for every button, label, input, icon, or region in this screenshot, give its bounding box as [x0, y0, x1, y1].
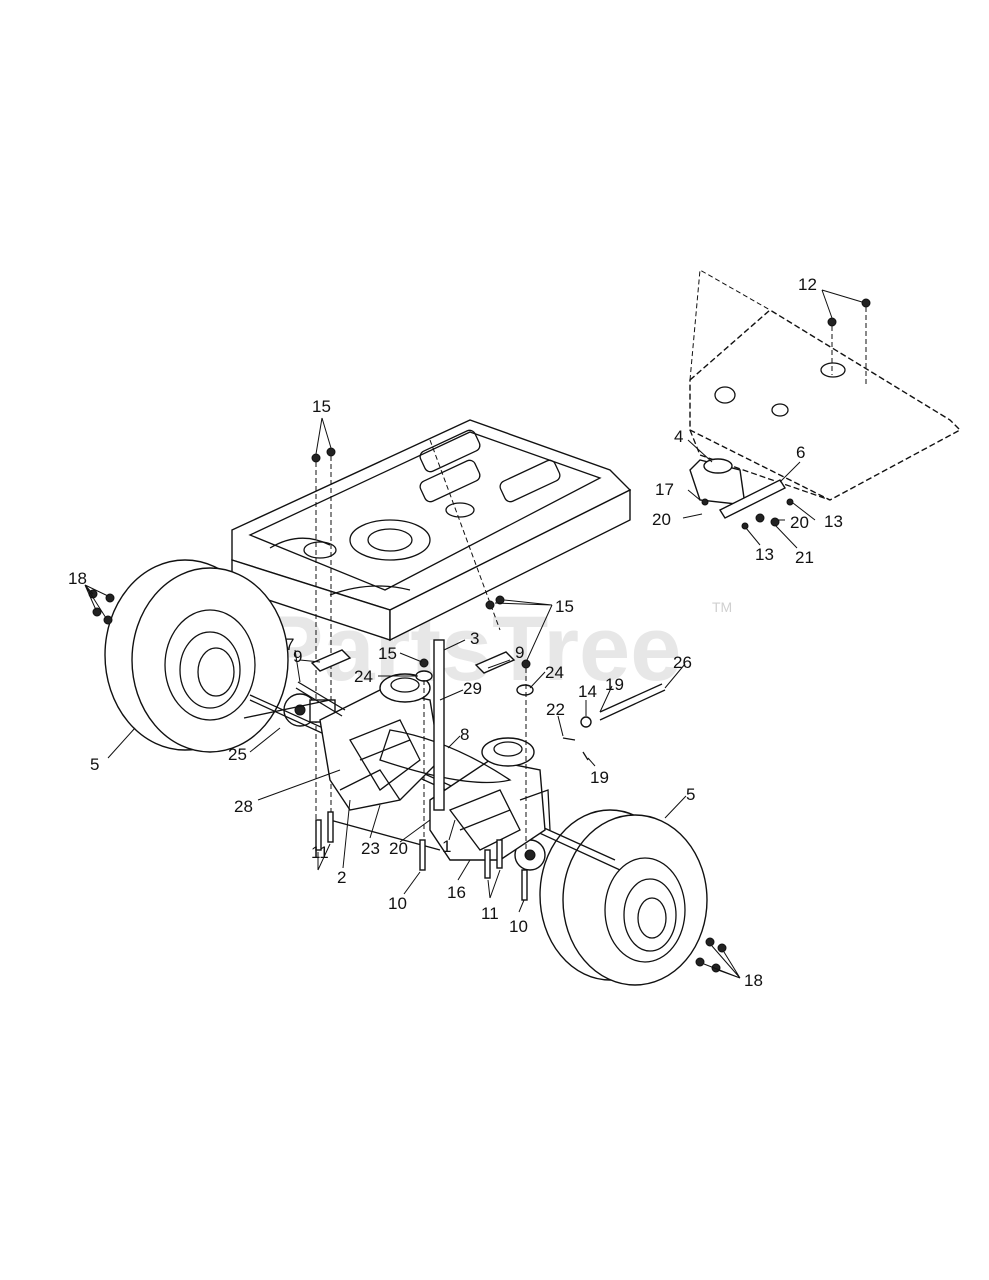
callout-19-bottom: 19: [590, 768, 609, 787]
callout-29: 29: [463, 679, 482, 698]
rod-25: [243, 699, 331, 719]
watermark-trademark: TM: [712, 599, 732, 615]
fender-plate: [689, 269, 962, 501]
right-wheel: [539, 809, 708, 986]
callout-13-right: 13: [824, 512, 843, 531]
callout-3: 3: [470, 629, 479, 648]
callout-19-top: 19: [605, 675, 624, 694]
callout-1: 1: [442, 837, 451, 856]
callout-24-left: 24: [354, 667, 373, 686]
rod-26: [599, 689, 666, 721]
callout-14: 14: [578, 682, 597, 701]
lug-nuts-left: [88, 589, 115, 625]
pin-7: [297, 681, 346, 711]
drive-belt: [379, 729, 512, 784]
left-hub: [283, 693, 336, 727]
callout-8: 8: [460, 725, 469, 744]
pin-19: [582, 751, 589, 761]
callout-16: 16: [447, 883, 466, 902]
callout-6: 6: [796, 443, 805, 462]
callout-15-center: 15: [378, 644, 397, 663]
pad-9-right: [474, 651, 516, 674]
callout-23: 23: [361, 839, 380, 858]
callout-20-bottom: 20: [389, 839, 408, 858]
callout-18-right: 18: [744, 971, 763, 990]
callout-17: 17: [655, 480, 674, 499]
callout-22: 22: [546, 700, 565, 719]
leader-lines: [84, 289, 863, 979]
callout-11-right: 11: [481, 904, 499, 923]
callout-10-left: 10: [388, 894, 407, 913]
callout-9-right: 9: [515, 643, 524, 662]
callout-labels: 12 15 4 6 17 20 20 13 13 21 18 15 9 7 15…: [68, 275, 843, 990]
nut-15a-right: [326, 447, 336, 457]
shaft-3: [433, 639, 445, 811]
spring-22: [562, 737, 576, 741]
spacer-24-left: [415, 670, 433, 682]
callout-4: 4: [674, 427, 683, 446]
pad-9-left: [310, 649, 352, 672]
callout-26: 26: [673, 653, 692, 672]
spacer-24-right: [516, 684, 534, 696]
nut-12b: [861, 298, 871, 308]
callout-15-right: 15: [555, 597, 574, 616]
callout-15-top: 15: [312, 397, 331, 416]
callout-11-left: 11: [311, 843, 329, 862]
left-transaxle: [319, 673, 441, 811]
callout-12: 12: [798, 275, 817, 294]
bolts-11-right: [484, 839, 503, 879]
callout-2: 2: [337, 868, 346, 887]
right-transaxle: [429, 737, 551, 861]
callout-9-left: 9: [293, 647, 302, 666]
callout-18-left: 18: [68, 569, 87, 588]
callout-13-bottom: 13: [755, 545, 774, 564]
washer-14: [580, 716, 592, 728]
callout-7: 7: [285, 635, 294, 654]
callout-20-tank: 20: [652, 510, 671, 529]
bolts-11-left: [315, 811, 334, 851]
callout-21: 21: [795, 548, 814, 567]
callout-28: 28: [234, 797, 253, 816]
callout-25: 25: [228, 745, 247, 764]
tank-assembly: [689, 458, 794, 530]
callout-5-right: 5: [686, 785, 695, 804]
lug-nuts-right: [695, 937, 727, 973]
nut-15a-left: [311, 453, 321, 463]
callout-24-right: 24: [545, 663, 564, 682]
callout-10-right: 10: [509, 917, 528, 936]
nut-12a: [827, 317, 837, 327]
left-wheel: [104, 559, 289, 753]
bolt-10-left: [419, 839, 426, 871]
callout-20-bracket: 20: [790, 513, 809, 532]
bolt-10-right: [521, 869, 528, 901]
callout-5-left: 5: [90, 755, 99, 774]
